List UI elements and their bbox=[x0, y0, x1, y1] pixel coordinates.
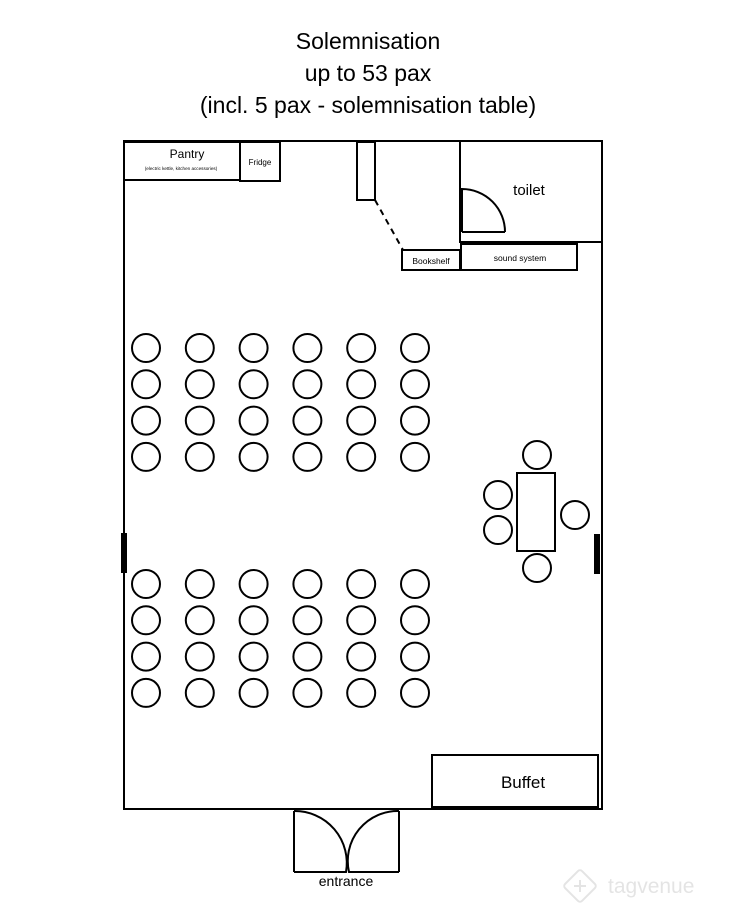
chair bbox=[184, 677, 215, 708]
table-chair bbox=[483, 515, 513, 545]
chair bbox=[292, 641, 323, 672]
chair bbox=[292, 333, 323, 363]
capacity-note: (incl. 5 pax - solemnisation table) bbox=[199, 92, 537, 118]
tagvenue-logo-icon bbox=[563, 869, 597, 903]
fridge-box bbox=[239, 141, 281, 182]
table-chair bbox=[560, 500, 590, 530]
swing-door bbox=[356, 141, 376, 201]
chair bbox=[238, 369, 269, 400]
chair bbox=[400, 569, 430, 599]
buffet-table bbox=[431, 754, 599, 808]
table-chair bbox=[522, 440, 552, 470]
chair bbox=[131, 369, 161, 400]
chair bbox=[184, 369, 215, 400]
solemnisation-table bbox=[483, 440, 590, 583]
right-door-swing bbox=[346, 809, 400, 873]
chair bbox=[400, 333, 430, 363]
chair bbox=[400, 441, 430, 472]
chair bbox=[131, 333, 161, 363]
chair bbox=[400, 605, 430, 636]
chair bbox=[131, 605, 161, 636]
entrance-doors: entrance bbox=[293, 809, 400, 889]
chair bbox=[346, 641, 377, 672]
chair bbox=[292, 605, 323, 636]
chair bbox=[292, 677, 323, 708]
chair bbox=[184, 569, 215, 599]
chair bbox=[400, 405, 430, 436]
chair bbox=[238, 641, 269, 672]
fridge-area: Fridge bbox=[239, 141, 281, 182]
chair bbox=[292, 369, 323, 400]
chair bbox=[131, 441, 161, 472]
table-chair bbox=[522, 553, 552, 583]
toilet-area: toilet bbox=[459, 140, 603, 243]
door-swing-path bbox=[374, 199, 404, 251]
chair bbox=[346, 333, 377, 363]
chair bbox=[346, 569, 377, 599]
chair bbox=[184, 333, 215, 363]
sound-system-label: sound system bbox=[494, 253, 546, 263]
chair bbox=[238, 677, 269, 708]
watermark-text: tagvenue bbox=[608, 875, 694, 898]
chair bbox=[131, 641, 161, 672]
right-wall-door bbox=[594, 534, 600, 574]
chair bbox=[131, 569, 161, 599]
chair bbox=[292, 441, 323, 472]
capacity-label: up to 53 pax bbox=[304, 60, 432, 86]
chair bbox=[400, 369, 430, 400]
chair bbox=[346, 677, 377, 708]
left-wall-door bbox=[121, 533, 127, 573]
buffet-label: Buffet bbox=[501, 773, 545, 792]
bookshelf-area: Bookshelf bbox=[401, 249, 461, 271]
chair bbox=[400, 677, 430, 708]
entrance-label: entrance bbox=[319, 873, 374, 889]
bookshelf-label: Bookshelf bbox=[412, 256, 450, 266]
chair bbox=[400, 641, 430, 672]
chair bbox=[184, 441, 215, 472]
watermark: tagvenue bbox=[563, 869, 694, 903]
chair bbox=[131, 677, 161, 708]
solemnisation-table-top bbox=[516, 472, 556, 552]
sound-system-box bbox=[460, 243, 578, 271]
seating-block-front bbox=[131, 333, 430, 472]
chair bbox=[238, 569, 269, 599]
chair bbox=[184, 641, 215, 672]
chair bbox=[238, 441, 269, 472]
fridge-label: Fridge bbox=[249, 158, 272, 167]
plan-title: Solemnisation bbox=[295, 28, 441, 54]
chair bbox=[131, 405, 161, 436]
chair bbox=[346, 605, 377, 636]
toilet-label: toilet bbox=[513, 182, 546, 199]
table-chair bbox=[483, 480, 513, 510]
buffet-area: Buffet bbox=[431, 754, 599, 808]
pantry-area: Pantry (electric kettle, kitchen accesso… bbox=[123, 141, 241, 181]
chair bbox=[292, 405, 323, 436]
sound-system-area: sound system bbox=[460, 243, 578, 271]
chair bbox=[346, 369, 377, 400]
left-door-swing bbox=[293, 809, 348, 873]
chair bbox=[238, 333, 269, 363]
chair bbox=[346, 441, 377, 472]
seating-block-back bbox=[131, 569, 430, 708]
chair bbox=[184, 405, 215, 436]
chair bbox=[238, 605, 269, 636]
chair bbox=[346, 405, 377, 436]
toilet-door-swing bbox=[461, 187, 506, 233]
chair bbox=[184, 605, 215, 636]
toilet-room bbox=[459, 140, 603, 243]
pantry-note: (electric kettle, kitchen accessories) bbox=[145, 166, 218, 171]
pantry-label: Pantry bbox=[170, 147, 205, 161]
chair bbox=[292, 569, 323, 599]
chair bbox=[238, 405, 269, 436]
